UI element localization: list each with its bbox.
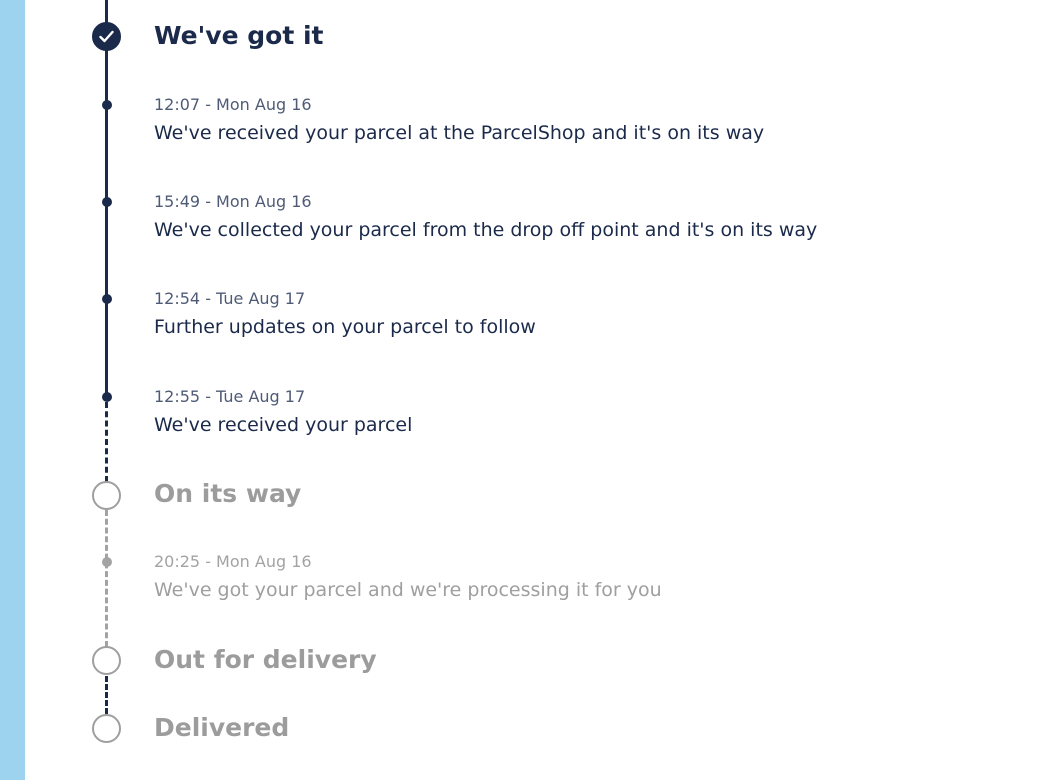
- event-time: 20:25 - Mon Aug 16: [154, 552, 312, 571]
- milestone-title-out-for-delivery: Out for delivery: [154, 645, 377, 674]
- event-time: 12:55 - Tue Aug 17: [154, 387, 306, 406]
- event-dot: [102, 392, 112, 402]
- timeline-connector: [105, 676, 108, 714]
- event-time: 12:54 - Tue Aug 17: [154, 289, 306, 308]
- event-description: We've collected your parcel from the dro…: [154, 219, 818, 241]
- milestone-title-got-it: We've got it: [154, 21, 324, 50]
- event-description: Further updates on your parcel to follow: [154, 316, 536, 338]
- event-dot: [102, 197, 112, 207]
- checkmark-icon: [92, 22, 121, 51]
- timeline-connector: [105, 402, 108, 482]
- event-dot: [102, 294, 112, 304]
- milestone-title-delivered: Delivered: [154, 713, 290, 742]
- event-description: We've got your parcel and we're processi…: [154, 579, 662, 601]
- timeline-connector: [105, 510, 108, 647]
- timeline-connector: [105, 0, 108, 24]
- timeline-connector: [105, 50, 108, 397]
- event-time: 12:07 - Mon Aug 16: [154, 95, 312, 114]
- empty-circle-icon: [92, 481, 121, 510]
- event-time: 15:49 - Mon Aug 16: [154, 192, 312, 211]
- event-description: We've received your parcel at the Parcel…: [154, 122, 765, 144]
- side-accent-strip: [0, 0, 25, 780]
- event-dot: [102, 100, 112, 110]
- event-description: We've received your parcel: [154, 414, 413, 436]
- milestone-title-on-its-way: On its way: [154, 479, 302, 508]
- empty-circle-icon: [92, 646, 121, 675]
- empty-circle-icon: [92, 714, 121, 743]
- event-dot: [102, 557, 112, 567]
